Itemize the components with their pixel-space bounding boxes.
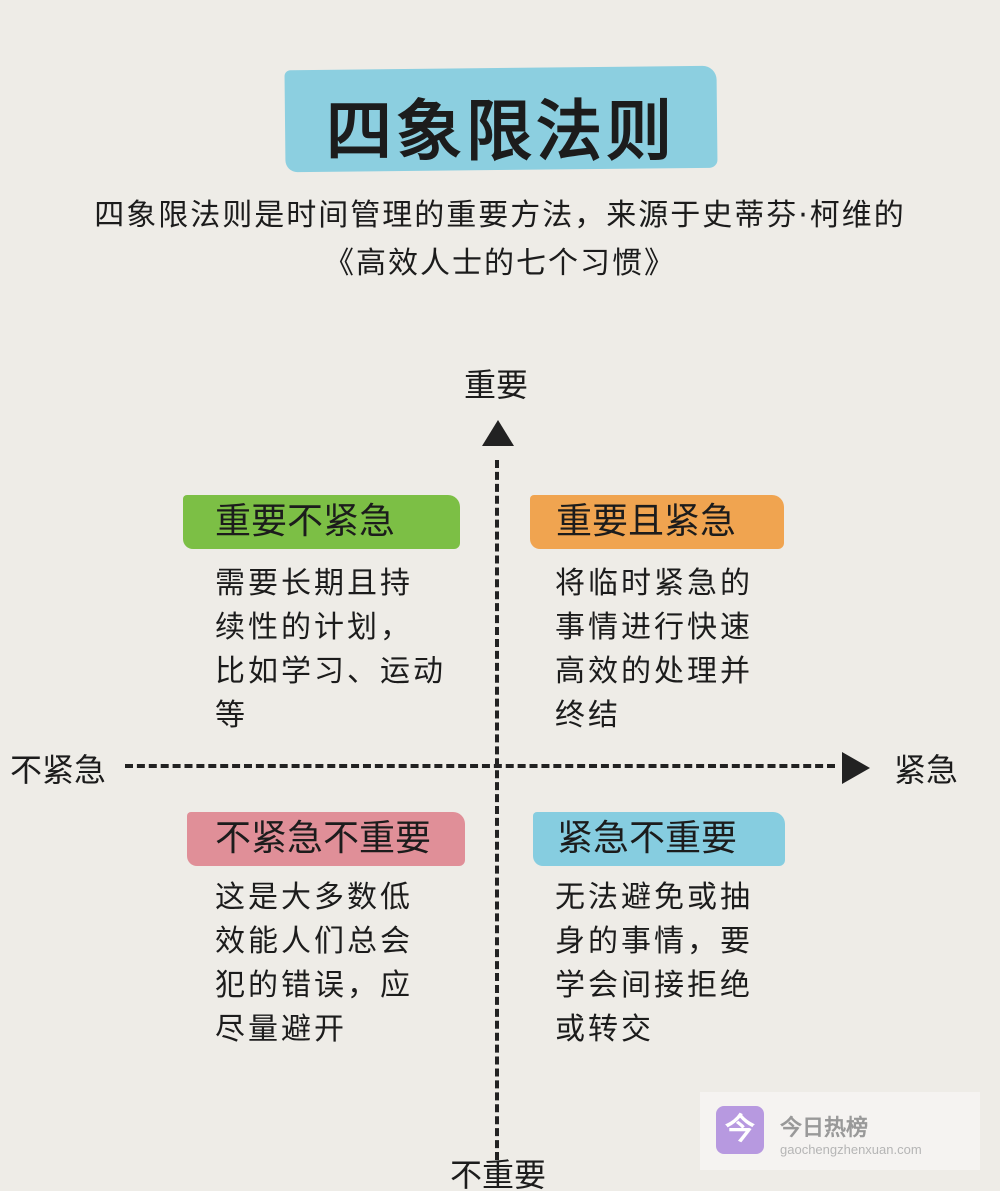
body-line: 高效的处理并 [555, 654, 753, 689]
axis-label-important: 重要 [464, 366, 529, 404]
body-line: 尽量避开 [215, 1012, 347, 1047]
watermark-url: gaochengzhenxuan.com [780, 1142, 922, 1157]
body-line: 续性的计划， [215, 610, 413, 645]
body-line: 效能人们总会 [215, 924, 413, 959]
subtitle-line-1: 四象限法则是时间管理的重要方法，来源于史蒂芬·柯维的 [94, 198, 906, 233]
body-line: 需要长期且持 [215, 566, 413, 601]
body-line: 将临时紧急的 [555, 566, 753, 601]
subtitle-line-2: 《高效人士的七个习惯》 [324, 246, 676, 281]
right-arrow-icon [842, 752, 870, 784]
body-line: 这是大多数低 [215, 880, 413, 915]
body-line: 犯的错误，应 [215, 968, 413, 1003]
vertical-axis [495, 460, 499, 1160]
horizontal-axis [125, 764, 835, 768]
quadrant-tag-not-urgent-not-important: 不紧急不重要 [187, 812, 465, 866]
quadrant-tag-important-urgent: 重要且紧急 [530, 495, 784, 549]
body-line: 事情进行快速 [555, 610, 753, 645]
quadrant-tag-important-not-urgent: 重要不紧急 [183, 495, 460, 549]
axis-label-urgent: 紧急 [894, 751, 959, 789]
body-line: 终结 [555, 698, 621, 733]
quadrant-body-important-urgent: 将临时紧急的事情进行快速高效的处理并终结 [555, 562, 795, 738]
body-line: 等 [215, 698, 248, 733]
body-line: 无法避免或抽 [555, 880, 753, 915]
quadrant-body-not-urgent-not-important: 这是大多数低效能人们总会犯的错误，应尽量避开 [215, 876, 455, 1052]
body-line: 身的事情，要 [555, 924, 753, 959]
body-line: 比如学习、运动 [215, 654, 446, 689]
axis-label-not-important: 不重要 [450, 1156, 547, 1191]
watermark-logo-icon: 今 [716, 1106, 764, 1154]
quadrant-body-urgent-not-important: 无法避免或抽身的事情，要学会间接拒绝或转交 [555, 876, 795, 1052]
watermark-name: 今日热榜 [780, 1116, 869, 1141]
body-line: 学会间接拒绝 [555, 968, 753, 1003]
up-arrow-icon [482, 420, 514, 446]
quadrant-tag-urgent-not-important: 紧急不重要 [533, 812, 785, 866]
body-line: 或转交 [555, 1012, 654, 1047]
quadrant-body-important-not-urgent: 需要长期且持续性的计划， 比如学习、运动等 [215, 562, 455, 738]
axis-label-not-urgent: 不紧急 [10, 751, 107, 789]
page-title: 四象限法则 [326, 93, 676, 170]
